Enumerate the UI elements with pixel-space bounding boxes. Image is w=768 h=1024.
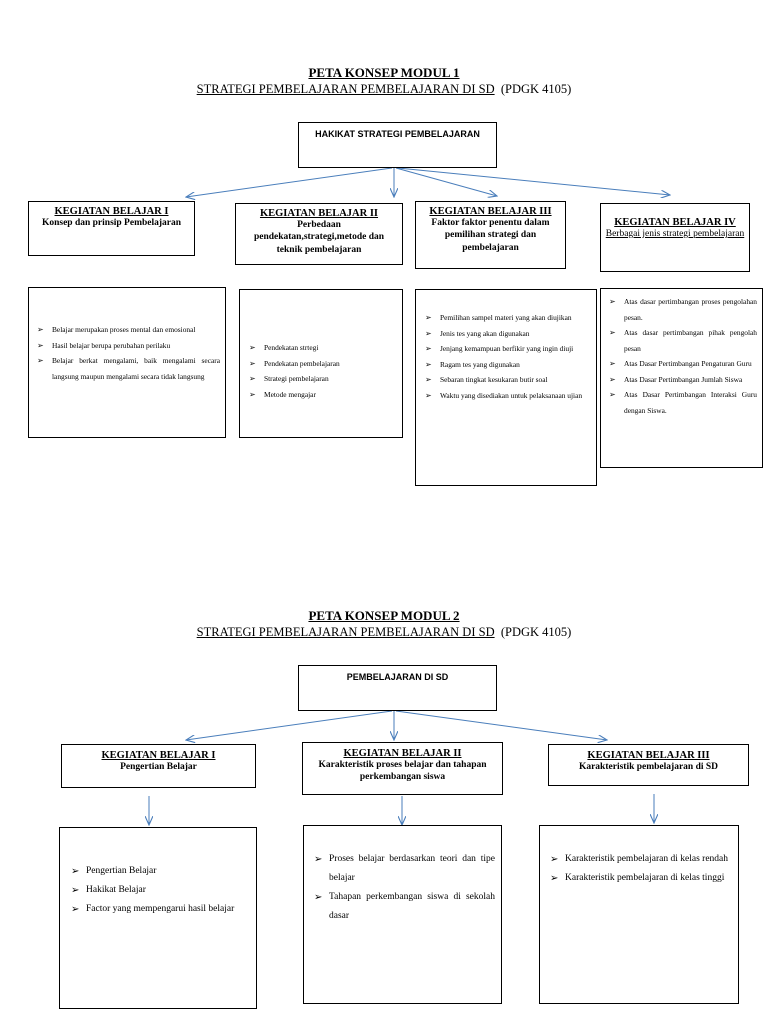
list-item: Atas Dasar Pertimbangan Interaksi Guru d… bbox=[607, 387, 757, 418]
module1-kb1-subtitle: Konsep dan prinsip Pembelajaran bbox=[41, 218, 182, 228]
module2-kb2-box: KEGIATAN BELAJAR II Karakteristik proses… bbox=[302, 742, 503, 795]
list-item: Tahapan perkembangan siswa di sekolah da… bbox=[312, 888, 495, 926]
module2-subtitle-code: (PDGK 4105) bbox=[500, 625, 572, 639]
list-item: Hakikat Belajar bbox=[69, 881, 250, 900]
list-item: Metode mengajar bbox=[247, 387, 397, 403]
module1-kb4-box: KEGIATAN BELAJAR IV Berbagai jenis strat… bbox=[600, 203, 750, 272]
module2-title: PETA KONSEP MODUL 2 bbox=[308, 608, 460, 623]
list-item: Pemilihan sampel materi yang akan diujik… bbox=[423, 310, 590, 326]
list-item: Proses belajar berdasarkan teori dan tip… bbox=[312, 850, 495, 888]
module1-kb2-subtitle: Perbedaan pendekatan,strategi,metode dan… bbox=[253, 220, 385, 255]
module1-kb3-subtitle: Faktor faktor penentu dalam pemilihan st… bbox=[431, 218, 550, 253]
module1-title: PETA KONSEP MODUL 1 bbox=[308, 65, 460, 80]
module2-kb3-subtitle: Karakteristik pembelajaran di SD bbox=[578, 762, 719, 772]
list-item: Belajar berkat mengalami, baik mengalami… bbox=[35, 353, 220, 384]
module2-subtitle-main: STRATEGI PEMBELAJARAN PEMBELAJARAN DI SD bbox=[196, 625, 495, 639]
list-item: Factor yang mempengarui hasil belajar bbox=[69, 900, 250, 919]
module1-kb2-box: KEGIATAN BELAJAR II Perbedaan pendekatan… bbox=[235, 203, 403, 265]
list-item: Karakteristik pembelajaran di kelas ting… bbox=[548, 869, 732, 888]
list-item: Atas dasar pertimbangan proses pengolaha… bbox=[607, 294, 757, 325]
arrow-m1-kb1 bbox=[186, 167, 393, 197]
module2-detail1-list: Pengertian Belajar Hakikat Belajar Facto… bbox=[69, 862, 250, 919]
module1-detail4-box: Atas dasar pertimbangan proses pengolaha… bbox=[600, 288, 763, 468]
list-item: Atas Dasar Pertimbangan Pengaturan Guru bbox=[607, 356, 757, 372]
module2-detail3-box: Karakteristik pembelajaran di kelas rend… bbox=[539, 825, 739, 1004]
module1-detail1-box: Belajar merupakan proses mental dan emos… bbox=[28, 287, 226, 438]
arrow-m1-kb3 bbox=[395, 167, 497, 196]
module1-subtitle-code: (PDGK 4105) bbox=[500, 82, 572, 96]
module1-detail4-list: Atas dasar pertimbangan proses pengolaha… bbox=[607, 294, 757, 418]
list-item: Sebaran tingkat kesukaran butir soal bbox=[423, 372, 590, 388]
list-item: Waktu yang disediakan untuk pelaksanaan … bbox=[423, 388, 590, 404]
module1-root-label: HAKIKAT STRATEGI PEMBELAJARAN bbox=[315, 129, 480, 139]
module2-subtitle: STRATEGI PEMBELAJARAN PEMBELAJARAN DI SD… bbox=[0, 625, 768, 640]
module1-detail1-list: Belajar merupakan proses mental dan emos… bbox=[35, 322, 220, 384]
module2-kb1-subtitle: Pengertian Belajar bbox=[120, 762, 197, 772]
module2-kb2-subtitle: Karakteristik proses belajar dan tahapan… bbox=[318, 760, 487, 783]
arrow-m1-kb4 bbox=[397, 167, 670, 195]
module1-subtitle-main: STRATEGI PEMBELAJARAN PEMBELAJARAN DI SD bbox=[196, 82, 495, 96]
module1-detail3-list: Pemilihan sampel materi yang akan diujik… bbox=[423, 310, 590, 403]
module1-kb1-heading: KEGIATAN BELAJAR I bbox=[54, 206, 169, 217]
module1-detail2-list: Pendekatan strtegi Pendekatan pembelajar… bbox=[247, 340, 397, 402]
list-item: Jenis tes yang akan digunakan bbox=[423, 326, 590, 342]
module2-detail3-list: Karakteristik pembelajaran di kelas rend… bbox=[548, 850, 732, 888]
list-item: Pengertian Belajar bbox=[69, 862, 250, 881]
module1-kb3-box: KEGIATAN BELAJAR III Faktor faktor penen… bbox=[415, 201, 566, 269]
module2-root-box: PEMBELAJARAN DI SD bbox=[298, 665, 497, 711]
arrow-m2-kb3 bbox=[395, 710, 607, 740]
module1-detail2-box: Pendekatan strtegi Pendekatan pembelajar… bbox=[239, 289, 403, 438]
module2-root-label: PEMBELAJARAN DI SD bbox=[346, 672, 449, 682]
module1-kb1-box: KEGIATAN BELAJAR I Konsep dan prinsip Pe… bbox=[28, 201, 195, 256]
module1-kb3-heading: KEGIATAN BELAJAR III bbox=[429, 206, 552, 217]
module1-kb2-heading: KEGIATAN BELAJAR II bbox=[259, 208, 379, 219]
module1-root-box: HAKIKAT STRATEGI PEMBELAJARAN bbox=[298, 122, 497, 168]
list-item: Karakteristik pembelajaran di kelas rend… bbox=[548, 850, 732, 869]
module2-detail1-box: Pengertian Belajar Hakikat Belajar Facto… bbox=[59, 827, 257, 1009]
module1-subtitle: STRATEGI PEMBELAJARAN PEMBELAJARAN DI SD… bbox=[0, 82, 768, 97]
module2-kb1-heading: KEGIATAN BELAJAR I bbox=[101, 750, 216, 761]
module2-kb2-heading: KEGIATAN BELAJAR II bbox=[343, 748, 462, 759]
list-item: Jenjang kemampuan berfikir yang ingin di… bbox=[423, 341, 590, 357]
module1-kb4-heading: KEGIATAN BELAJAR IV bbox=[614, 217, 736, 228]
list-item: Pendekatan pembelajaran bbox=[247, 356, 397, 372]
list-item: Hasil belajar berupa perubahan perilaku bbox=[35, 338, 220, 354]
module2-kb1-box: KEGIATAN BELAJAR I Pengertian Belajar bbox=[61, 744, 256, 788]
module1-detail3-box: Pemilihan sampel materi yang akan diujik… bbox=[415, 289, 597, 486]
list-item: Belajar merupakan proses mental dan emos… bbox=[35, 322, 220, 338]
module2-kb3-box: KEGIATAN BELAJAR III Karakteristik pembe… bbox=[548, 744, 749, 786]
module1-kb4-subtitle: Berbagai jenis strategi pembelajaran bbox=[605, 229, 745, 239]
list-item: Ragam tes yang digunakan bbox=[423, 357, 590, 373]
arrow-m2-kb1 bbox=[186, 710, 393, 740]
module2-detail2-box: Proses belajar berdasarkan teori dan tip… bbox=[303, 825, 502, 1004]
list-item: Strategi pembelajaran bbox=[247, 371, 397, 387]
module2-kb3-heading: KEGIATAN BELAJAR III bbox=[587, 750, 710, 761]
list-item: Pendekatan strtegi bbox=[247, 340, 397, 356]
module2-detail2-list: Proses belajar berdasarkan teori dan tip… bbox=[312, 850, 495, 926]
list-item: Atas Dasar Pertimbangan Jumlah Siswa bbox=[607, 372, 757, 388]
list-item: Atas dasar pertimbangan pihak pengolah p… bbox=[607, 325, 757, 356]
